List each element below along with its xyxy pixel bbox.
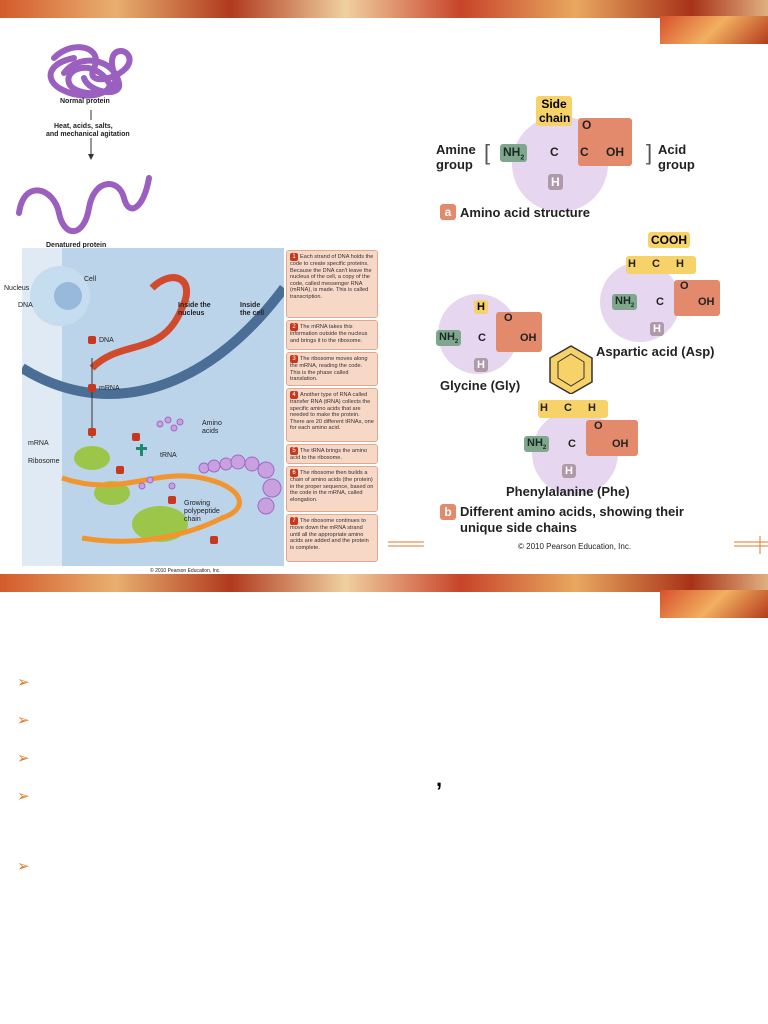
growing-chain-label: Growing polypeptide chain bbox=[184, 500, 220, 523]
amino-structure-caption: Amino acid structure bbox=[460, 205, 591, 220]
acid-oxygen: O bbox=[582, 118, 592, 132]
cell-label: Cell bbox=[84, 276, 97, 283]
acid-group-box bbox=[578, 118, 632, 166]
glycine-h-bottom: H bbox=[474, 358, 488, 372]
middle-corner-image bbox=[660, 590, 768, 618]
middle-decorative-band bbox=[0, 574, 768, 592]
acid-carbon: C bbox=[580, 145, 589, 159]
glycine-h-top: H bbox=[474, 300, 488, 314]
top-corner-image bbox=[660, 16, 768, 44]
glycine-o: O bbox=[504, 312, 513, 324]
bullet-5-icon: ➢ bbox=[17, 858, 30, 875]
amino-b-caption-2: unique side chains bbox=[460, 520, 578, 535]
aspartic-ch2-box bbox=[626, 256, 696, 274]
bullet-4-icon: ➢ bbox=[17, 788, 30, 805]
phe-ch2-box bbox=[538, 400, 608, 418]
nucleus-label: Nucleus bbox=[4, 285, 30, 292]
glycine-oh: OH bbox=[520, 332, 537, 344]
protein-synthesis-figure: Cell Nucleus DNA Inside the nucleus Insi… bbox=[4, 248, 384, 576]
aspartic-h-right: H bbox=[676, 258, 684, 270]
side-chain-box: Side chain bbox=[536, 96, 572, 126]
ribosome-label: Ribosome bbox=[28, 458, 60, 465]
normal-protein-illustration bbox=[16, 44, 152, 235]
aspartic-c-side: C bbox=[652, 258, 660, 270]
label-a-badge: a bbox=[440, 204, 456, 220]
alpha-carbon: C bbox=[550, 145, 559, 159]
inside-cell-label: Inside the cell bbox=[240, 302, 265, 317]
trna-label: tRNA bbox=[160, 452, 177, 459]
denatured-protein-label: Denatured protein bbox=[46, 242, 107, 249]
synthesis-illustration bbox=[22, 248, 284, 566]
glycine-acid-box bbox=[496, 312, 542, 352]
phe-c-side: C bbox=[564, 402, 572, 414]
phe-nh2: NH2 bbox=[524, 436, 550, 453]
bullet-2-icon: ➢ bbox=[17, 712, 30, 729]
amino-b-caption-1: Different amino acids, showing their bbox=[460, 504, 684, 519]
aspartic-nh2: NH2 bbox=[612, 294, 638, 311]
amino-copyright: © 2010 Pearson Education, Inc. bbox=[518, 542, 632, 551]
aspartic-o: O bbox=[680, 280, 689, 292]
label-b-badge: b bbox=[440, 504, 456, 520]
acid-bracket: ] bbox=[646, 140, 653, 165]
aspartic-c: C bbox=[656, 296, 664, 308]
bullet-1-icon: ➢ bbox=[17, 674, 30, 691]
dna-step-label: DNA bbox=[99, 337, 114, 344]
normal-protein-label: Normal protein bbox=[60, 98, 110, 105]
glycine-c: C bbox=[478, 332, 486, 344]
aspartic-cooh: COOH bbox=[648, 232, 690, 248]
dna-side-label: DNA bbox=[18, 302, 33, 309]
bullet-3-icon: ➢ bbox=[17, 750, 30, 767]
aspartic-h-left: H bbox=[628, 258, 636, 270]
amine-bracket: [ bbox=[484, 140, 491, 165]
aspartic-h: H bbox=[650, 322, 664, 336]
decorative-lines bbox=[388, 536, 768, 554]
acid-group-label: Acid group bbox=[658, 142, 695, 172]
aspartic-label: Aspartic acid (Asp) bbox=[596, 344, 715, 359]
phe-acid-box bbox=[586, 420, 638, 456]
synthesis-copyright: © 2010 Pearson Education, Inc. bbox=[150, 568, 221, 574]
glycine-nh2: NH2 bbox=[436, 330, 462, 347]
alpha-hydrogen: H bbox=[548, 174, 563, 190]
protein-denaturation-figure: Normal protein Heat, acids, salts, and m… bbox=[14, 28, 174, 264]
phenylalanine-label: Phenylalanine (Phe) bbox=[506, 484, 630, 499]
phe-c: C bbox=[568, 438, 576, 450]
glycine-label: Glycine (Gly) bbox=[440, 378, 521, 393]
phe-h: H bbox=[562, 464, 576, 478]
mrna-step-label: mRNA bbox=[99, 385, 120, 392]
amine-group-label: Amine group bbox=[436, 142, 476, 172]
acid-oh: OH bbox=[606, 145, 624, 159]
amine-nh2: NH2 bbox=[500, 144, 528, 163]
phe-o: O bbox=[594, 420, 603, 432]
stray-comma: , bbox=[436, 766, 443, 791]
cause-label-1: Heat, acids, salts, bbox=[54, 123, 113, 130]
amino-acid-figure: Side chain Amine group NH2 C O C OH H Ac… bbox=[420, 90, 720, 560]
phe-oh: OH bbox=[612, 438, 629, 450]
amino-acids-label: Amino acids bbox=[202, 420, 222, 435]
inside-nucleus-label: Inside the nucleus bbox=[178, 302, 211, 317]
phe-h-right: H bbox=[588, 402, 596, 414]
aspartic-acid-box bbox=[674, 280, 720, 316]
mrna-side-label: mRNA bbox=[28, 440, 49, 447]
cause-label-2: and mechanical agitation bbox=[46, 131, 130, 138]
aspartic-oh: OH bbox=[698, 296, 715, 308]
top-decorative-band bbox=[0, 0, 768, 18]
phe-h-left: H bbox=[540, 402, 548, 414]
benzene-ring bbox=[549, 345, 593, 394]
